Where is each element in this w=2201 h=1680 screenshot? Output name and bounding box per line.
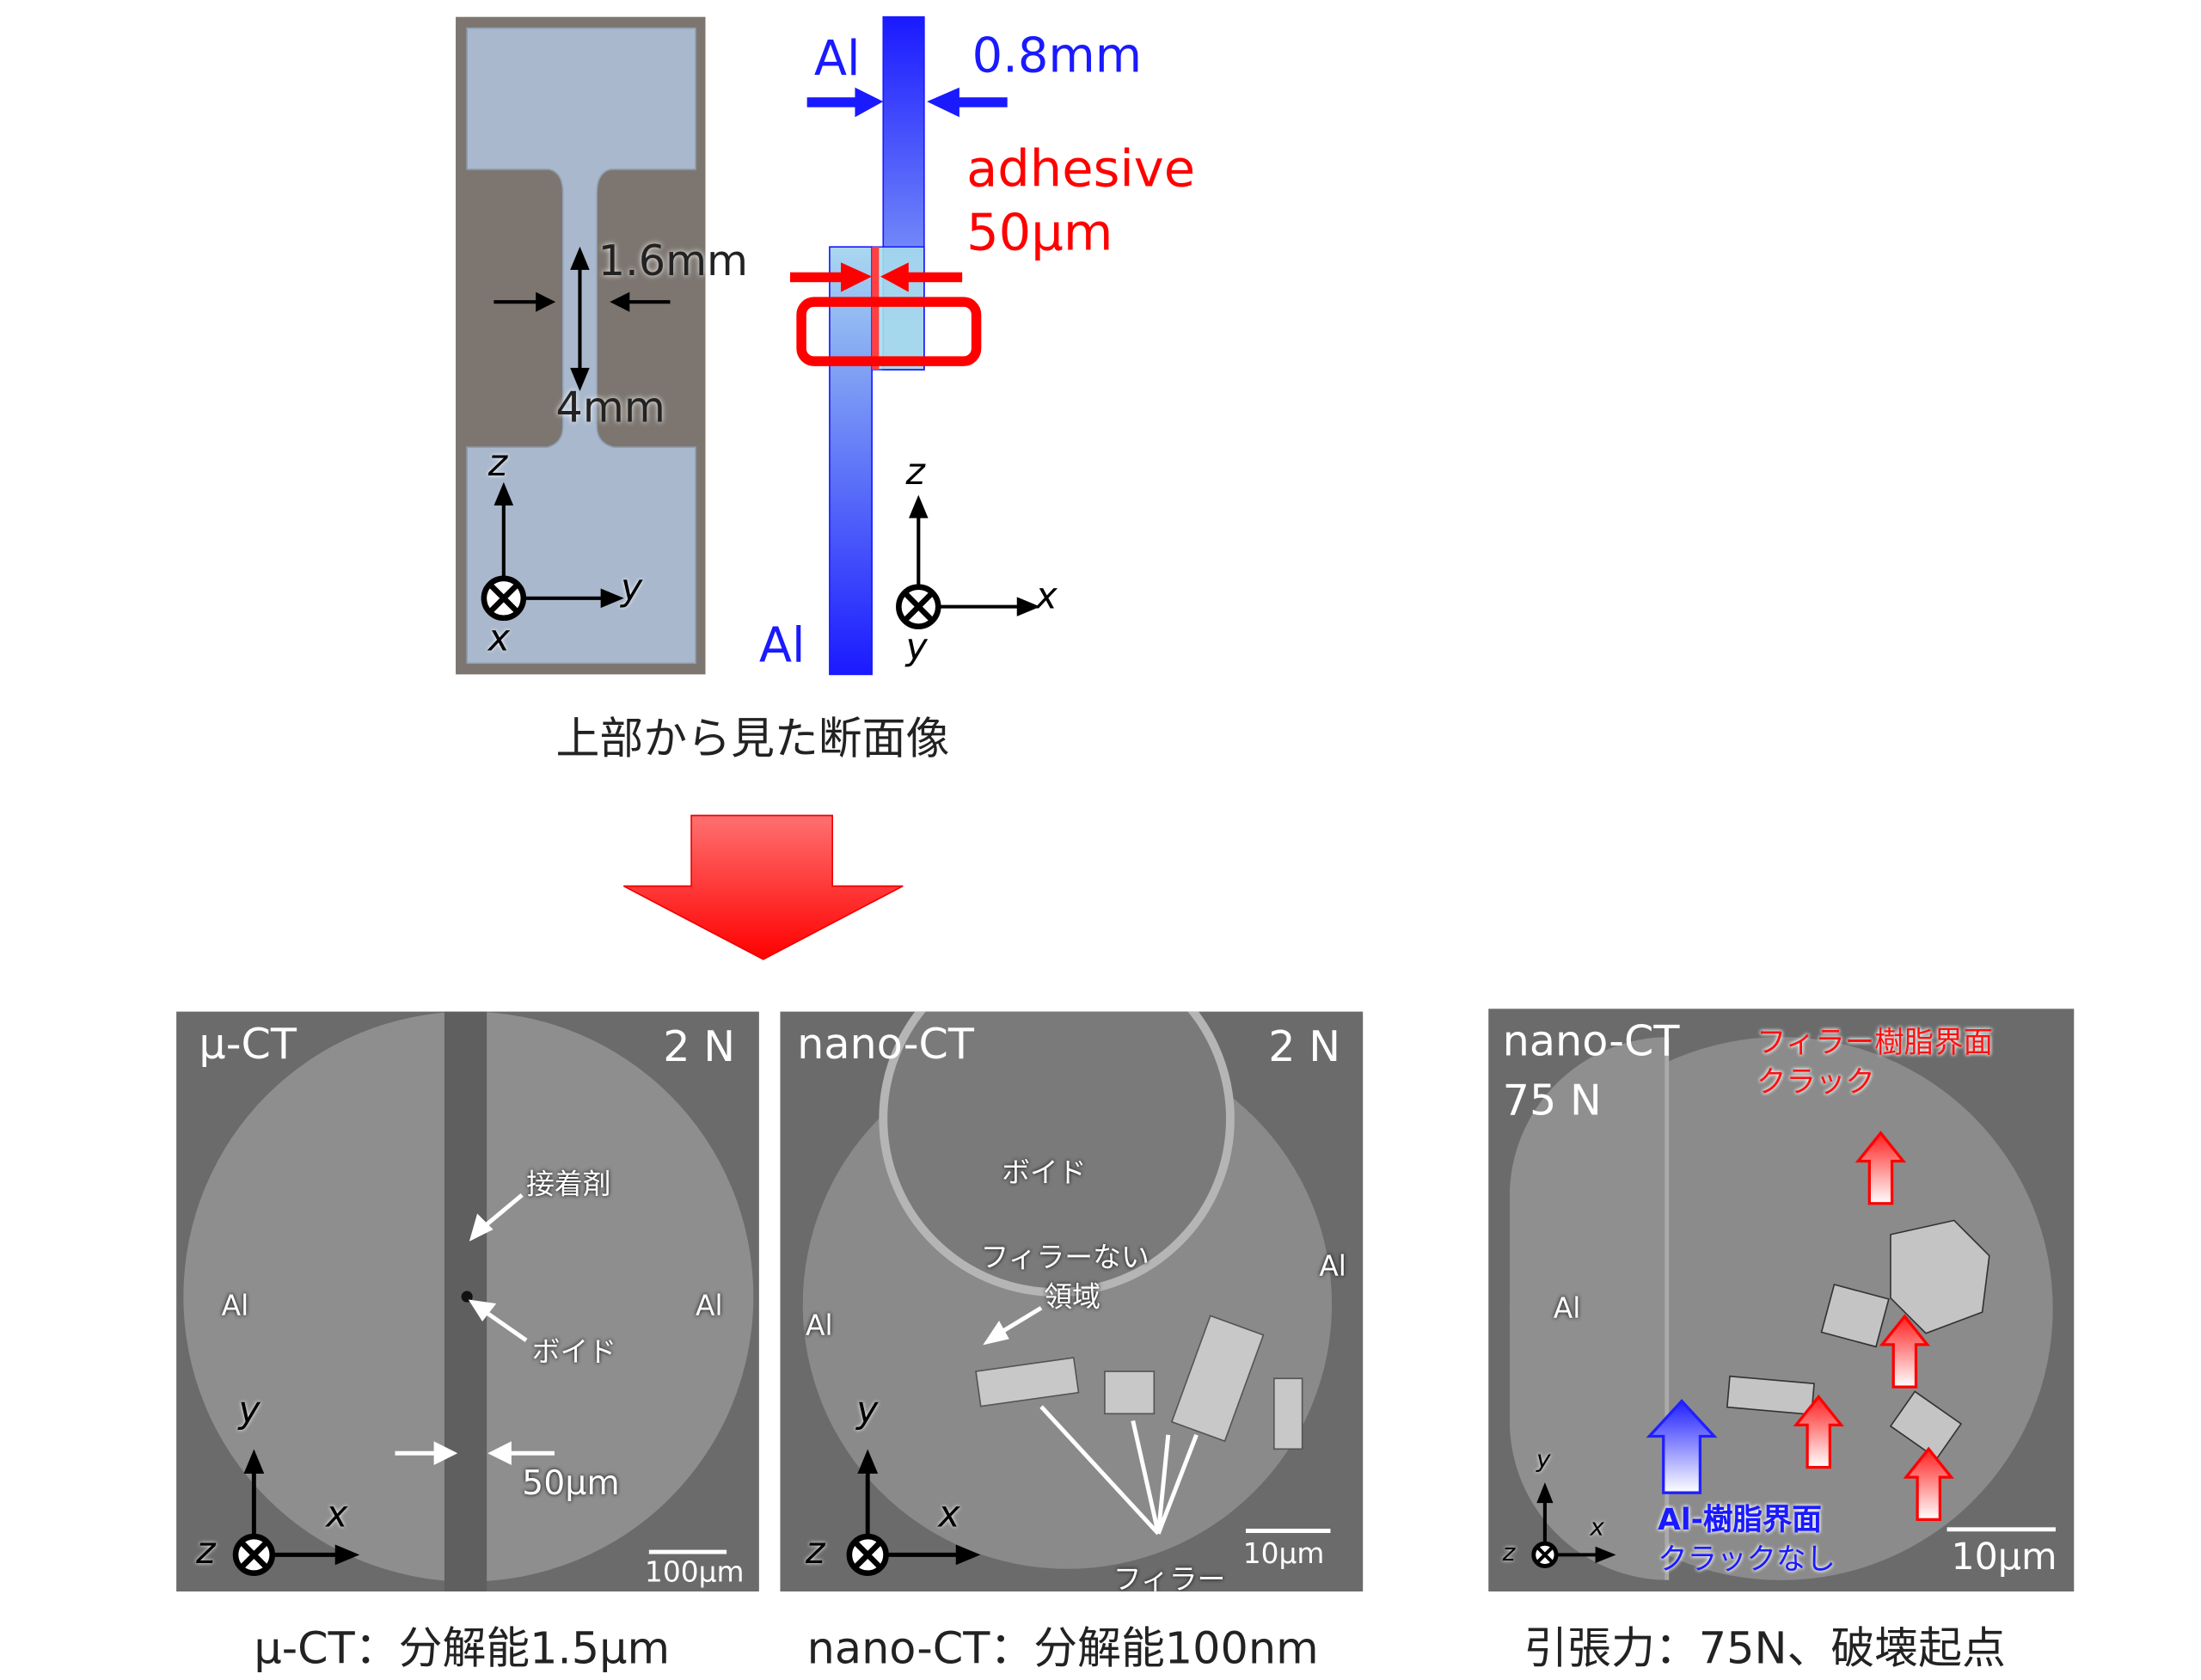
axis-z-label: z <box>487 443 508 486</box>
top-caption: 上部から見た断面像 <box>555 714 950 765</box>
axis-z-label: z <box>806 1530 825 1573</box>
thickness-label: 50µm <box>522 1462 620 1503</box>
axis-x-label: x <box>938 1493 960 1537</box>
axis-x-label: x <box>326 1493 348 1537</box>
nano-ct-caption: nano-CT：分解能100nm <box>806 1623 1319 1675</box>
panel-title: µ-CT <box>199 1020 297 1070</box>
axis-y-label: y <box>856 1389 879 1432</box>
scale-bar-label: 10µm <box>1242 1536 1325 1571</box>
into-page-icon <box>481 575 527 622</box>
no-filler-label-2: 領域 <box>1044 1279 1100 1314</box>
lower-al-plate <box>829 246 873 676</box>
joint-schematic <box>789 15 1040 676</box>
micro-ct-caption: µ-CT：分解能1.5µm <box>254 1623 671 1675</box>
specimen-dimension-arrows <box>481 246 671 622</box>
no-crack-label: Al-樹脂界面 <box>1658 1502 1822 1537</box>
void-region <box>879 1011 1235 1297</box>
al-right-label: Al <box>1319 1248 1346 1283</box>
void-label: ボイド <box>531 1334 617 1369</box>
scale-bar-label: 10µm <box>1951 1536 2057 1579</box>
adhesive-thickness-label: 50µm <box>966 204 1113 263</box>
al-label: Al <box>1553 1291 1581 1325</box>
load-label: 2 N <box>1268 1022 1341 1073</box>
al-label-top: Al <box>813 31 861 88</box>
gauge-width-label: 1.6mm <box>598 236 749 287</box>
axis-x-label: x <box>1590 1513 1604 1542</box>
axis-z-label: z <box>196 1530 216 1573</box>
al-label-bottom: Al <box>758 617 806 675</box>
axis-y-label: y <box>238 1389 261 1432</box>
al-left-label: Al <box>221 1288 249 1322</box>
nano-ct-75n-panel: nano-CT 75 N フィラー樹脂界面 クラック Al Al-樹脂界面 クラ… <box>1488 1009 2075 1592</box>
axis-y-label: y <box>1536 1446 1551 1475</box>
load-label: 2 N <box>663 1022 736 1073</box>
axis-y-label: y <box>621 567 643 610</box>
gauge-length-label: 4mm <box>555 383 665 433</box>
adhesive-label: 接着剤 <box>526 1167 611 1201</box>
no-crack-arrow-icon <box>1646 1399 1718 1494</box>
into-page-icon <box>846 1533 889 1576</box>
scale-bar-label: 100µm <box>644 1554 745 1589</box>
plate-thickness-label: 0.8mm <box>972 28 1143 85</box>
axis-z-label: z <box>905 451 925 494</box>
panel-title: nano-CT <box>1502 1017 1680 1067</box>
into-page-icon <box>232 1533 275 1576</box>
filler-crack-label-2: クラック <box>1757 1064 1875 1100</box>
al-left-label: Al <box>806 1308 833 1342</box>
filler-crack-label: フィラー樹脂界面 <box>1757 1026 1994 1060</box>
axis-x-label: x <box>1035 575 1058 618</box>
down-arrow-icon <box>622 814 904 960</box>
adhesive-label: adhesive <box>966 141 1196 199</box>
crack-arrow-icon <box>1793 1131 1954 1521</box>
void-label: ボイド <box>1002 1155 1087 1190</box>
nano-ct-2n-panel: nano-CT 2 N ボイド フィラーない 領域 Al Al フィラー y x… <box>780 1011 1364 1592</box>
axis-z-label: z <box>1502 1539 1516 1568</box>
micro-ct-panel: µ-CT 2 N 接着剤 ボイド Al Al 50µm y x z 100µm <box>176 1011 759 1592</box>
into-page-icon <box>1531 1541 1559 1568</box>
load-label: 75 N <box>1502 1076 1602 1126</box>
into-page-icon <box>896 584 941 629</box>
no-filler-label: フィラーない <box>980 1240 1150 1274</box>
axis-x-label: x <box>487 617 511 660</box>
al-region <box>1509 1037 1670 1580</box>
axis-y-label: y <box>905 626 928 669</box>
tensile-caption: 引張力：75N、破壊起点 <box>1524 1623 2006 1675</box>
region-of-interest-box <box>796 297 982 366</box>
void-mark <box>461 1291 473 1303</box>
panel-title: nano-CT <box>797 1020 974 1070</box>
al-right-label: Al <box>696 1288 723 1322</box>
filler-label: フィラー <box>1113 1561 1226 1592</box>
adhesive-layer <box>872 247 880 370</box>
no-crack-label-2: クラックなし <box>1658 1542 1836 1576</box>
